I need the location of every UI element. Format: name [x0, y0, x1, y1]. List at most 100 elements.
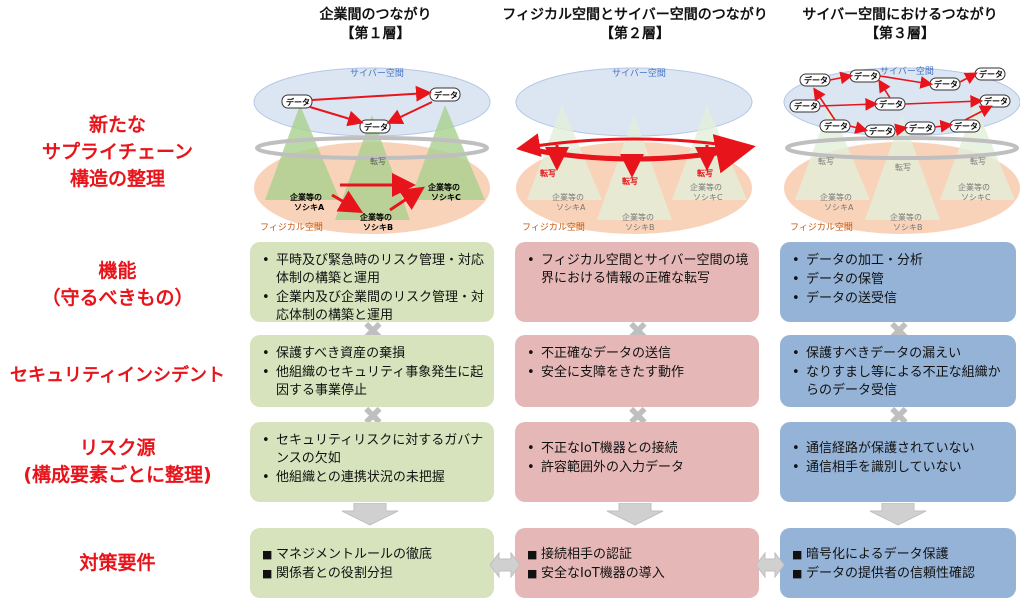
list-item: 通信経路が保護されていない	[790, 440, 1006, 458]
svg-text:フィジカル空間: フィジカル空間	[790, 221, 853, 233]
incident-box-layer2: 不正確なデータの送信 安全に支障をきたす動作	[515, 335, 759, 407]
svg-text:転写: 転写	[622, 176, 638, 186]
org-b-label: 企業等の	[359, 212, 392, 222]
column-header-layer2: フィジカル空間とサイバー空間のつながり 【第２層】	[490, 6, 780, 44]
list-item: 他組織のセキュリティ事象発生に起因する事業停止	[260, 364, 484, 400]
risk-box-layer1: セキュリティリスクに対するガバナンスの欠如 他組織との連携状況の未把握	[250, 422, 494, 502]
svg-text:データ: データ	[979, 69, 1003, 79]
row-label-risk: リスク源 (構成要素ごとに整理)	[23, 437, 212, 486]
svg-text:企業等の: 企業等の	[690, 182, 722, 192]
svg-text:データ: データ	[909, 123, 933, 133]
svg-text:データ: データ	[364, 122, 388, 132]
svg-text:転写: 転写	[540, 168, 556, 178]
row-label-structure: 新たな サプライチェーン 構造の整理	[41, 114, 194, 190]
svg-text:転写: 転写	[697, 168, 713, 178]
list-item: 他組織との連携状況の未把握	[260, 469, 484, 487]
svg-text:ソシキA: ソシキA	[556, 203, 586, 212]
list-item: 関係者との役割分担	[260, 565, 484, 583]
svg-text:データ: データ	[804, 75, 828, 85]
svg-text:データ: データ	[794, 101, 818, 111]
down-arrow-icon	[606, 503, 664, 526]
incident-box-layer3: 保護すべきデータの漏えい なりすまし等による不正な組織からのデータ受信	[780, 335, 1016, 407]
svg-text:ソシキB: ソシキB	[625, 223, 655, 232]
diagram-layer1: フィジカル空間 サイバー空間 データ データ データ 企業等の ソシキA 企業等…	[253, 67, 491, 234]
measures-box-layer2: 接続相手の認証 安全なIoT機器の導入	[515, 528, 759, 598]
svg-text:ソシキB: ソシキB	[363, 223, 393, 232]
org-a-label: 企業等の	[289, 192, 322, 202]
list-item: 通信相手を識別していない	[790, 459, 1006, 477]
svg-text:企業等の: 企業等の	[820, 192, 852, 202]
svg-text:ソシキC: ソシキC	[961, 193, 991, 202]
double-arrow-icon	[490, 551, 520, 579]
svg-text:企業等の: 企業等の	[890, 212, 922, 222]
list-item: データの加工・分析	[790, 252, 1006, 270]
list-item: 暗号化によるデータ保護	[790, 546, 1006, 564]
row-label-measures: 対策要件	[79, 552, 156, 574]
list-item: 不正確なデータの送信	[525, 345, 749, 363]
svg-text:転写: 転写	[895, 163, 911, 172]
cyber-space-label: サイバー空間	[350, 67, 404, 79]
function-box-layer2: フィジカル空間とサイバー空間の境界における情報の正確な転写	[515, 242, 759, 322]
svg-text:転写: 転写	[370, 157, 386, 166]
svg-text:企業等の: 企業等の	[622, 212, 654, 222]
svg-text:データ: データ	[854, 71, 878, 81]
measures-box-layer1: マネジメントルールの徹底 関係者との役割分担	[250, 528, 494, 598]
org-c-label: 企業等の	[427, 182, 460, 192]
list-item: 不正なIoT機器との接続	[525, 440, 749, 458]
risk-box-layer2: 不正なIoT機器との接続 許容範囲外の入力データ	[515, 422, 759, 502]
svg-text:フィジカル空間: フィジカル空間	[522, 221, 585, 233]
svg-text:サイバー空間: サイバー空間	[880, 65, 934, 77]
incident-box-layer1: 保護すべき資産の棄損 他組織のセキュリティ事象発生に起因する事業停止	[250, 335, 494, 407]
svg-text:データ: データ	[954, 121, 978, 131]
diagram-layer3: フィジカル空間 サイバー空間 データ データ データ データ データ データ デ…	[783, 65, 1020, 234]
list-item: 接続相手の認証	[525, 546, 749, 564]
column-header-layer3: サイバー空間におけるつながり 【第３層】	[780, 6, 1020, 44]
row-label-incident: セキュリティインシデント	[10, 365, 225, 386]
svg-text:データ: データ	[869, 126, 893, 136]
svg-text:企業等の: 企業等の	[958, 182, 990, 192]
svg-text:データ: データ	[286, 97, 310, 107]
double-arrow-icon	[756, 551, 784, 579]
list-item: 保護すべき資産の棄損	[260, 345, 484, 363]
column-layer: 【第２層】	[600, 26, 670, 42]
row-label-function: 機能 （守るべきもの）	[41, 260, 194, 309]
list-item: 安全に支障をきたす動作	[525, 364, 749, 382]
column-title: フィジカル空間とサイバー空間のつながり	[502, 7, 768, 23]
physical-space-label: フィジカル空間	[260, 221, 323, 233]
column-header-layer1: 企業間のつながり 【第１層】	[248, 6, 503, 44]
list-item: 企業内及び企業間のリスク管理・対応体制の構築と運用	[260, 289, 484, 325]
svg-text:ソシキB: ソシキB	[893, 223, 923, 232]
list-item: フィジカル空間とサイバー空間の境界における情報の正確な転写	[525, 252, 749, 288]
list-item: セキュリティリスクに対するガバナンスの欠如	[260, 432, 484, 468]
column-title: サイバー空間におけるつながり	[802, 7, 998, 23]
risk-box-layer3: 通信経路が保護されていない 通信相手を識別していない	[780, 422, 1016, 502]
svg-text:ソシキA: ソシキA	[294, 203, 325, 212]
svg-text:データ: データ	[824, 121, 848, 131]
svg-text:企業等の: 企業等の	[552, 192, 584, 202]
list-item: 安全なIoT機器の導入	[525, 565, 749, 583]
list-item: マネジメントルールの徹底	[260, 546, 484, 564]
column-title: 企業間のつながり	[319, 7, 432, 23]
down-arrow-icon	[869, 503, 927, 526]
list-item: データの送受信	[790, 290, 1006, 308]
svg-text:転写: 転写	[818, 157, 834, 166]
list-item: なりすまし等による不正な組織からのデータ受信	[790, 364, 1006, 400]
svg-text:データ: データ	[934, 79, 958, 89]
measures-box-layer3: 暗号化によるデータ保護 データの提供者の信頼性確認	[780, 528, 1016, 598]
list-item: データの提供者の信頼性確認	[790, 565, 1006, 583]
list-item: 許容範囲外の入力データ	[525, 459, 749, 477]
svg-text:データ: データ	[434, 90, 458, 100]
column-layer: 【第３層】	[865, 26, 935, 42]
function-box-layer1: 平時及び緊急時のリスク管理・対応体制の構築と運用 企業内及び企業間のリスク管理・…	[250, 242, 494, 325]
list-item: 保護すべきデータの漏えい	[790, 345, 1006, 363]
supply-chain-diagrams: フィジカル空間 サイバー空間 データ データ データ 企業等の ソシキA 企業等…	[253, 65, 1020, 234]
diagram-layer2: フィジカル空間 サイバー空間 転写 転写 転写 企業等の ソシキA 企業等の ソ…	[515, 67, 756, 234]
down-arrow-icon	[341, 503, 399, 526]
svg-text:転写: 転写	[970, 157, 986, 166]
svg-text:ソシキA: ソシキA	[824, 203, 854, 212]
function-box-layer3: データの加工・分析 データの保管 データの送受信	[780, 242, 1016, 322]
svg-text:サイバー空間: サイバー空間	[612, 67, 666, 79]
svg-text:データ: データ	[879, 99, 903, 109]
column-layer: 【第１層】	[340, 26, 411, 42]
svg-text:データ: データ	[984, 96, 1008, 106]
